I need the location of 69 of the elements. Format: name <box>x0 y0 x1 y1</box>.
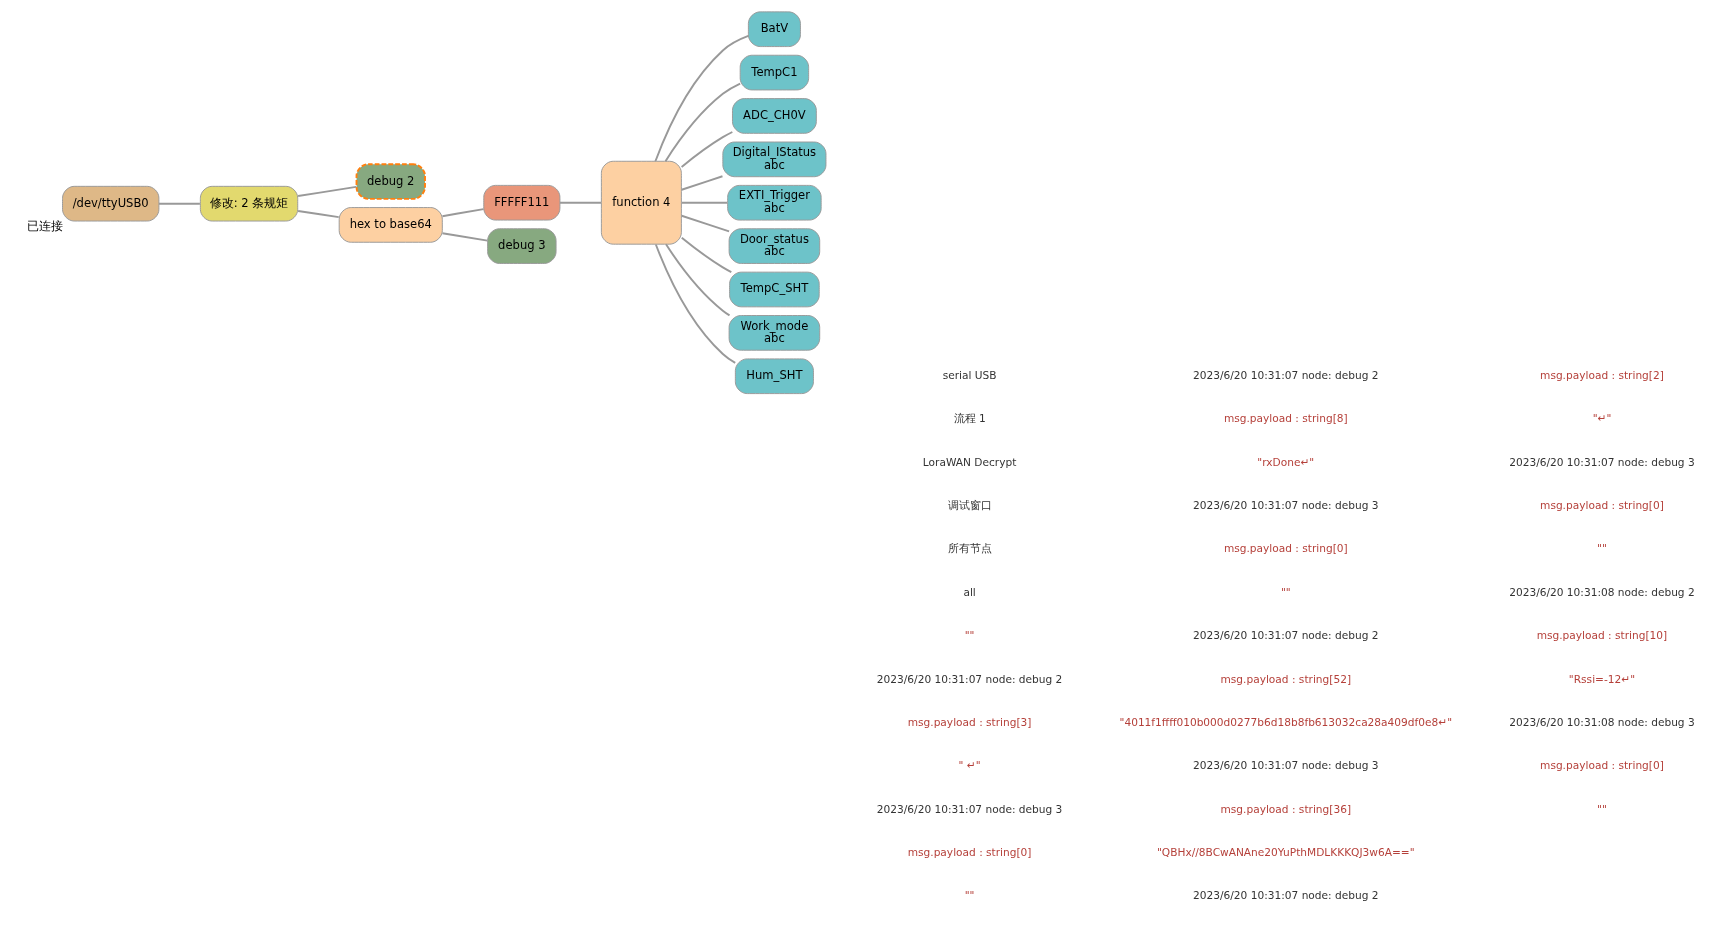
label: 2023/6/20 10:31:07 node: debug 3 <box>1193 759 1379 772</box>
label: msg.payload : string[2] <box>1540 368 1664 381</box>
connector <box>559 201 602 204</box>
node-box: ADC_CH0V <box>732 98 817 134</box>
label: 2023/6/20 10:31:07 node: debug 2 <box>1193 629 1379 642</box>
label: all <box>963 585 976 598</box>
node-label: 已连接 <box>26 219 63 234</box>
connector <box>654 243 737 364</box>
label: msg.payload : string[0] <box>1540 499 1664 512</box>
label: "rxDone↵" <box>1257 455 1315 468</box>
label: msg.payload : string[0] <box>1540 759 1664 772</box>
node-box: function 4 <box>600 160 682 245</box>
connector <box>680 201 729 204</box>
label: "" <box>1280 585 1291 598</box>
label: "" <box>1597 542 1607 555</box>
connector <box>680 175 724 191</box>
node-box: TempC1 <box>739 54 810 91</box>
node-box: debug 2 <box>355 163 426 200</box>
node-box: hex to base64 <box>338 207 443 243</box>
label: serial USB <box>942 368 997 381</box>
label: "" <box>964 889 975 902</box>
connector <box>664 82 742 163</box>
label: LoraWAN Decrypt <box>922 455 1017 468</box>
node-box: FFFFF111 <box>483 184 561 221</box>
connector <box>441 232 489 242</box>
node-box: Digital_IStatus abc <box>722 141 827 178</box>
connector <box>680 214 731 233</box>
label: 2023/6/20 10:31:07 node: debug 2 <box>876 672 1063 685</box>
node-box: EXTI_Trigger abc <box>727 184 822 221</box>
node-box: /dev/ttyUSB0 <box>62 185 160 222</box>
label: "Rssi=-12↵" <box>1568 672 1636 685</box>
connector <box>680 131 734 168</box>
connector <box>665 243 731 317</box>
node-box: TempC_SHT <box>729 271 820 308</box>
label: msg.payload : string[0] <box>1223 542 1348 555</box>
label: msg.payload : string[10] <box>1536 629 1668 642</box>
label: 2023/6/20 10:31:07 node: debug 3 <box>876 802 1063 815</box>
label: 2023/6/20 10:31:07 node: debug 3 <box>1193 499 1379 512</box>
label: "↵" <box>1592 412 1612 425</box>
label: " ↵" <box>958 759 981 772</box>
label: 调试窗口 <box>947 499 992 512</box>
node-box: BatV <box>747 11 801 48</box>
connector <box>680 236 733 274</box>
node-box: debug 3 <box>487 228 557 264</box>
label: 2023/6/20 10:31:08 node: debug 2 <box>1509 585 1695 598</box>
label: 流程 1 <box>953 412 986 425</box>
node-box: Hum_SHT <box>734 358 814 395</box>
label: msg.payload : string[36] <box>1220 802 1352 815</box>
connector <box>158 202 201 205</box>
node-box: Door_status abc <box>728 228 821 264</box>
label: 2023/6/20 10:31:07 node: debug 2 <box>1193 368 1379 381</box>
node-box: 修改: 2 条规矩 <box>199 185 299 222</box>
connector <box>654 34 750 163</box>
node-box: Work_mode abc <box>728 315 821 351</box>
label: "4011f1ffff010b000d0277b6d18b8fb613032ca28a409df0e8↵" <box>1119 715 1453 728</box>
label: 2023/6/20 10:31:08 node: debug 3 <box>1509 715 1695 728</box>
label: 2023/6/20 10:31:07 node: debug 2 <box>1193 889 1379 902</box>
label: msg.payload : string[52] <box>1220 672 1352 685</box>
label: 所有节点 <box>947 542 992 555</box>
connector <box>441 208 485 218</box>
connector <box>297 210 340 219</box>
label: "" <box>964 629 975 642</box>
label: msg.payload : string[0] <box>907 846 1032 859</box>
label: "" <box>1597 802 1607 815</box>
label: 2023/6/20 10:31:07 node: debug 3 <box>1509 455 1695 468</box>
label: msg.payload : string[3] <box>907 715 1032 728</box>
connector <box>297 185 358 198</box>
label: msg.payload : string[8] <box>1223 412 1348 425</box>
label: "QBHx//8BCwANAne20YuPthMDLKKKQJ3w6A==" <box>1156 846 1415 859</box>
